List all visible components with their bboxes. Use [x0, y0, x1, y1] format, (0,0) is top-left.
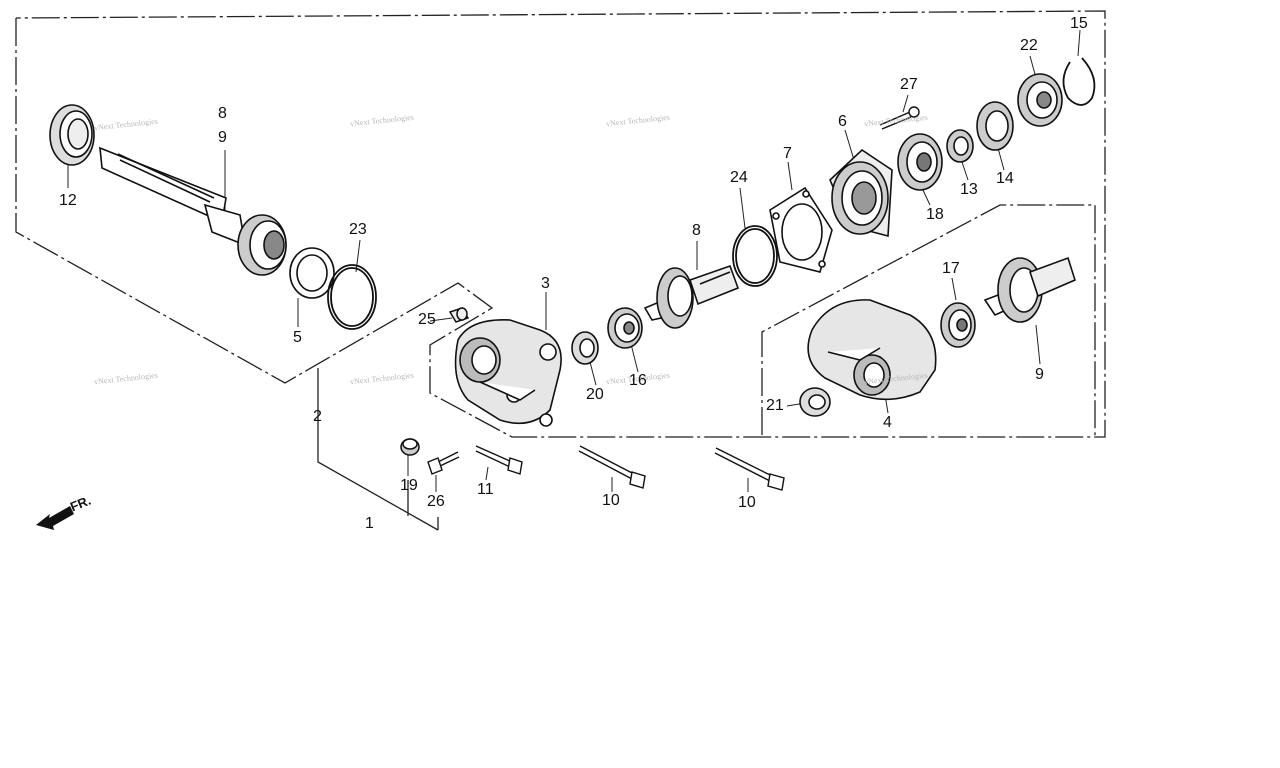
- cap-19: [400, 438, 420, 456]
- callout-17: 17: [942, 260, 960, 277]
- bearing-18: [897, 133, 943, 191]
- callout-1: 1: [365, 515, 374, 532]
- bolt-27: [879, 106, 920, 130]
- callout-13: 13: [960, 181, 978, 198]
- callout-2: 2: [313, 408, 322, 425]
- seal-20: [571, 331, 599, 365]
- bearing-16: [607, 307, 643, 349]
- bearing-22: [1017, 73, 1063, 127]
- gear-case-3: [454, 319, 562, 427]
- callout-11: 11: [477, 481, 494, 498]
- drive-shaft-8-9: [99, 146, 287, 276]
- gasket-7: [769, 186, 833, 273]
- callout-16: 16: [629, 372, 647, 389]
- front-direction-arrow: [36, 506, 74, 530]
- callout-5: 5: [293, 329, 302, 346]
- callout-10: 10: [602, 492, 620, 509]
- bearing-17: [940, 302, 976, 348]
- dowel-pin-25: [448, 307, 470, 323]
- bevel-gear-8: [643, 264, 740, 329]
- leader-lines: [67, 29, 1081, 492]
- callout-8: 8: [692, 222, 701, 239]
- callout-10: 10: [738, 494, 756, 511]
- circlip-15: [1062, 57, 1096, 106]
- callout-18: 18: [926, 206, 944, 223]
- callout-14: 14: [996, 170, 1014, 187]
- callout-9: 9: [218, 129, 227, 146]
- callout-4: 4: [883, 414, 892, 431]
- gear-case-4: [807, 299, 937, 401]
- callout-15: 15: [1070, 15, 1088, 32]
- bolt-10-a: [578, 445, 646, 489]
- callout-24: 24: [730, 169, 748, 186]
- callout-23: 23: [349, 221, 367, 238]
- callout-8: 8: [218, 105, 227, 122]
- callout-27: 27: [900, 76, 918, 93]
- bolt-11: [475, 445, 523, 475]
- lock-nut-13: [946, 129, 974, 163]
- callout-7: 7: [783, 145, 792, 162]
- assembly-frame: [15, 10, 1106, 531]
- callout-12: 12: [59, 192, 77, 209]
- callout-20: 20: [586, 386, 604, 403]
- seal-21: [799, 387, 831, 417]
- callout-9: 9: [1035, 366, 1044, 383]
- bolt-26: [427, 451, 460, 475]
- callout-25: 25: [418, 311, 436, 328]
- callout-26: 26: [427, 493, 445, 510]
- lock-nut-14: [976, 101, 1014, 151]
- callout-19: 19: [400, 477, 418, 494]
- o-ring-23: [327, 264, 377, 330]
- shim-5: [289, 247, 335, 299]
- bolt-10-b: [714, 447, 785, 491]
- o-ring-24: [732, 225, 778, 287]
- callout-22: 22: [1020, 37, 1038, 54]
- ring-gear-9: [983, 256, 1076, 323]
- bearing-holder-6: [829, 148, 893, 238]
- callout-6: 6: [838, 113, 847, 130]
- oil-seal-12: [49, 104, 95, 166]
- callout-21: 21: [766, 397, 784, 414]
- callout-3: 3: [541, 275, 550, 292]
